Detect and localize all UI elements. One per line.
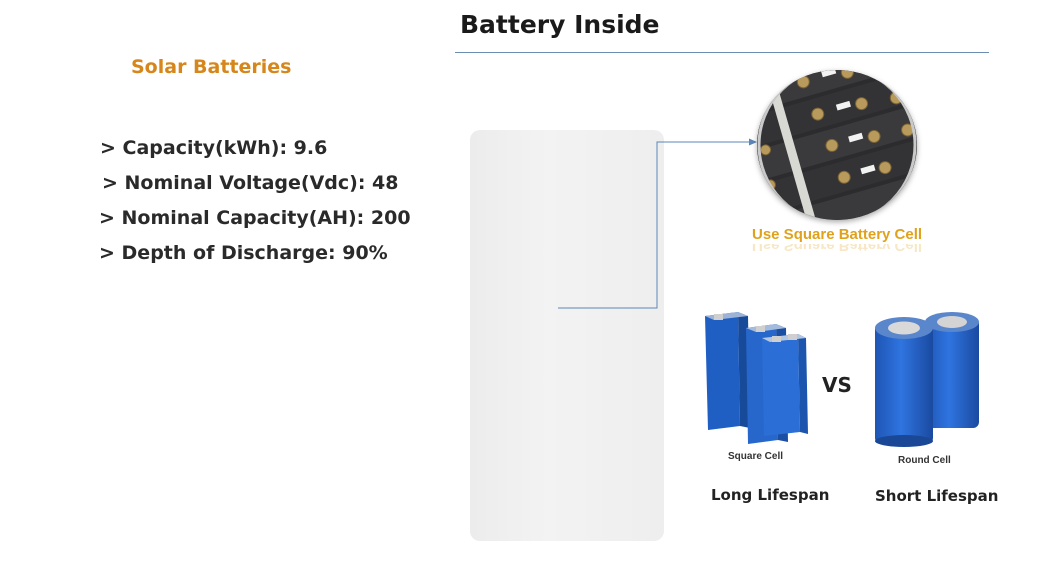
round-cell-label: Round Cell	[898, 455, 951, 466]
spec-nominal-capacity: > Nominal Capacity(AH): 200	[99, 207, 411, 229]
battery-unit-image	[470, 130, 664, 541]
cell-closeup-image	[757, 70, 917, 220]
title-divider	[455, 52, 989, 53]
page-title: Battery Inside	[460, 10, 660, 39]
vs-label: VS	[822, 373, 852, 397]
square-cell-label: Square Cell	[728, 451, 784, 462]
round-cell-image	[870, 310, 985, 450]
spec-capacity: > Capacity(kWh): 9.6	[100, 137, 328, 159]
spec-nominal-voltage: > Nominal Voltage(Vdc): 48	[102, 172, 399, 194]
spec-depth-of-discharge: > Depth of Discharge: 90%	[99, 242, 388, 264]
closeup-label-reflection: Use Square Battery Cell	[752, 244, 923, 254]
round-cell-benefit: Short Lifespan	[875, 487, 999, 505]
closeup-label: Use Square Battery Cell	[752, 226, 923, 243]
square-cell-image	[700, 308, 810, 450]
square-cell-benefit: Long Lifespan	[711, 486, 830, 504]
product-name: Solar Batteries	[131, 56, 292, 78]
